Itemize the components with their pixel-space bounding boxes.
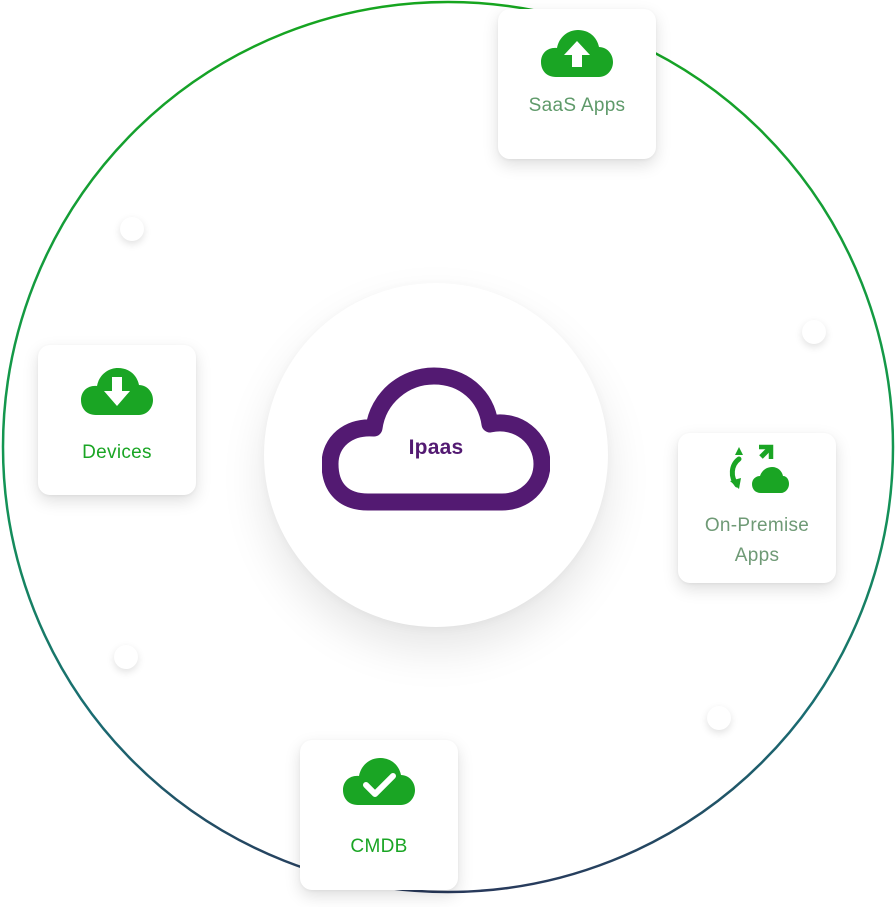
cloud-check-icon: [300, 757, 458, 812]
cloud-sync-icon: [678, 443, 836, 504]
node-card-on-premise-apps[interactable]: On-Premise Apps: [678, 433, 836, 583]
ring-dot: [120, 217, 144, 241]
node-card-cmdb[interactable]: CMDB: [300, 740, 458, 890]
ipaas-cloud-icon: [322, 367, 550, 511]
node-card-saas-apps[interactable]: SaaS Apps: [498, 9, 656, 159]
node-label: CMDB: [350, 836, 408, 857]
center-label: Ipaas: [408, 436, 464, 459]
cloud-upload-icon: [498, 29, 656, 84]
ring-dot: [802, 320, 826, 344]
center-hub: [264, 283, 608, 627]
ring-dot: [114, 645, 138, 669]
node-label: SaaS Apps: [528, 95, 626, 116]
node-label: Devices: [82, 442, 152, 463]
node-card-devices[interactable]: Devices: [38, 345, 196, 495]
ring-dot: [707, 706, 731, 730]
cloud-download-icon: [38, 367, 196, 422]
node-label: On-Premise Apps: [704, 515, 810, 566]
